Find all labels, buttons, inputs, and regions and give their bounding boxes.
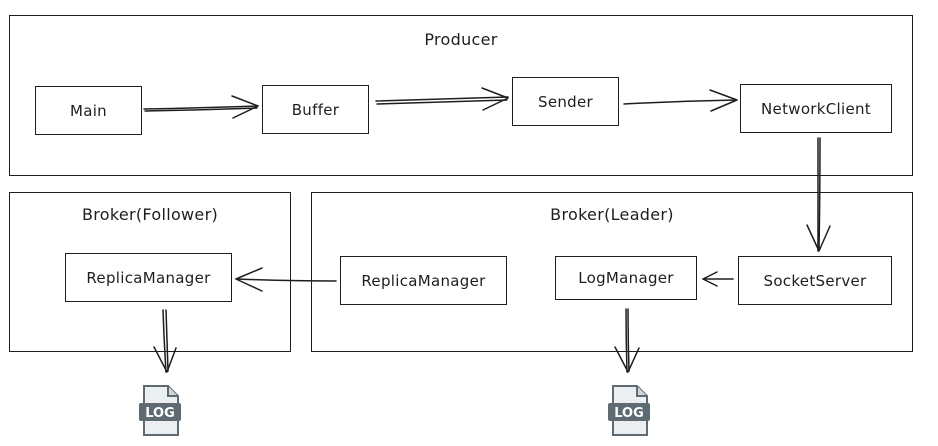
socket-server-node: SocketServer bbox=[738, 256, 892, 305]
arrow-sender-to-networkclient bbox=[623, 89, 738, 112]
arrow-follower-replica-to-log bbox=[153, 309, 177, 373]
main-node: Main bbox=[35, 86, 142, 135]
broker-leader-group: Broker(Leader) bbox=[311, 192, 913, 352]
arrow-logmanager-to-log bbox=[614, 308, 640, 373]
leader-replica-manager-node: ReplicaManager bbox=[340, 256, 507, 305]
arrow-socketserver-to-logmanager bbox=[702, 271, 734, 287]
arrow-networkclient-to-socketserver bbox=[806, 137, 831, 252]
leader-log-label: LOG bbox=[614, 406, 644, 421]
network-client-node: NetworkClient bbox=[740, 84, 892, 133]
producer-group: Producer bbox=[9, 15, 913, 176]
follower-log-file-icon: LOG bbox=[138, 385, 182, 437]
arrow-buffer-to-sender bbox=[375, 87, 509, 111]
producer-title: Producer bbox=[424, 30, 498, 49]
sender-node: Sender bbox=[512, 77, 619, 126]
broker-follower-group: Broker(Follower) bbox=[9, 192, 291, 352]
buffer-node: Buffer bbox=[262, 85, 369, 134]
broker-leader-title: Broker(Leader) bbox=[550, 205, 674, 224]
leader-log-file-icon: LOG bbox=[607, 385, 651, 437]
arrow-main-to-buffer bbox=[143, 95, 259, 119]
log-manager-node: LogManager bbox=[555, 256, 697, 300]
arrow-leader-replica-to-follower-replica bbox=[235, 267, 337, 292]
follower-log-label: LOG bbox=[145, 406, 175, 421]
follower-replica-manager-node: ReplicaManager bbox=[65, 253, 232, 302]
broker-follower-title: Broker(Follower) bbox=[81, 205, 218, 224]
